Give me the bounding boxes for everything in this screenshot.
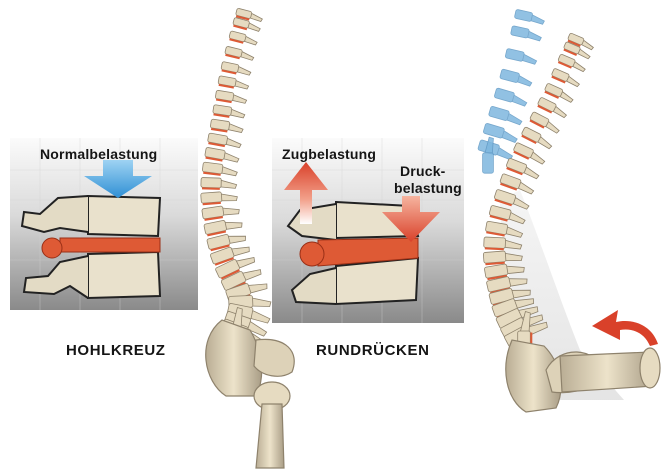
- intervertebral-disc: [60, 238, 160, 252]
- nerve-root: [42, 238, 62, 258]
- normal-load-label: Normalbelastung: [40, 146, 157, 162]
- round-back-caption: RUNDRÜCKEN: [316, 342, 430, 359]
- vertebra-body-lower: [336, 258, 418, 304]
- normal-load-panel: [10, 138, 198, 310]
- vertebra: [510, 26, 542, 41]
- femur-condyle: [640, 348, 660, 388]
- tensile-load-label: Zugbelastung: [282, 146, 376, 162]
- vertebra: [505, 48, 538, 64]
- vertebra: [550, 68, 581, 89]
- ghost-spine: [478, 9, 546, 173]
- curved-arrow-left-red-icon: [592, 310, 658, 346]
- vertebra: [514, 9, 545, 24]
- vertebra: [494, 88, 528, 107]
- vertebra-body-lower: [88, 252, 160, 298]
- hip-bone: [254, 339, 294, 376]
- vertebra: [488, 106, 523, 125]
- vertebra-body-upper: [88, 196, 160, 236]
- femur: [256, 404, 284, 468]
- pressure-load-label-line2: belastung: [394, 180, 462, 196]
- pressure-load-label-line1: Druck-: [400, 163, 446, 179]
- round-back-spine: [478, 9, 660, 412]
- vertebra: [500, 69, 534, 87]
- nerve-root: [300, 242, 324, 266]
- hollow-back-caption: HOHLKREUZ: [66, 342, 166, 359]
